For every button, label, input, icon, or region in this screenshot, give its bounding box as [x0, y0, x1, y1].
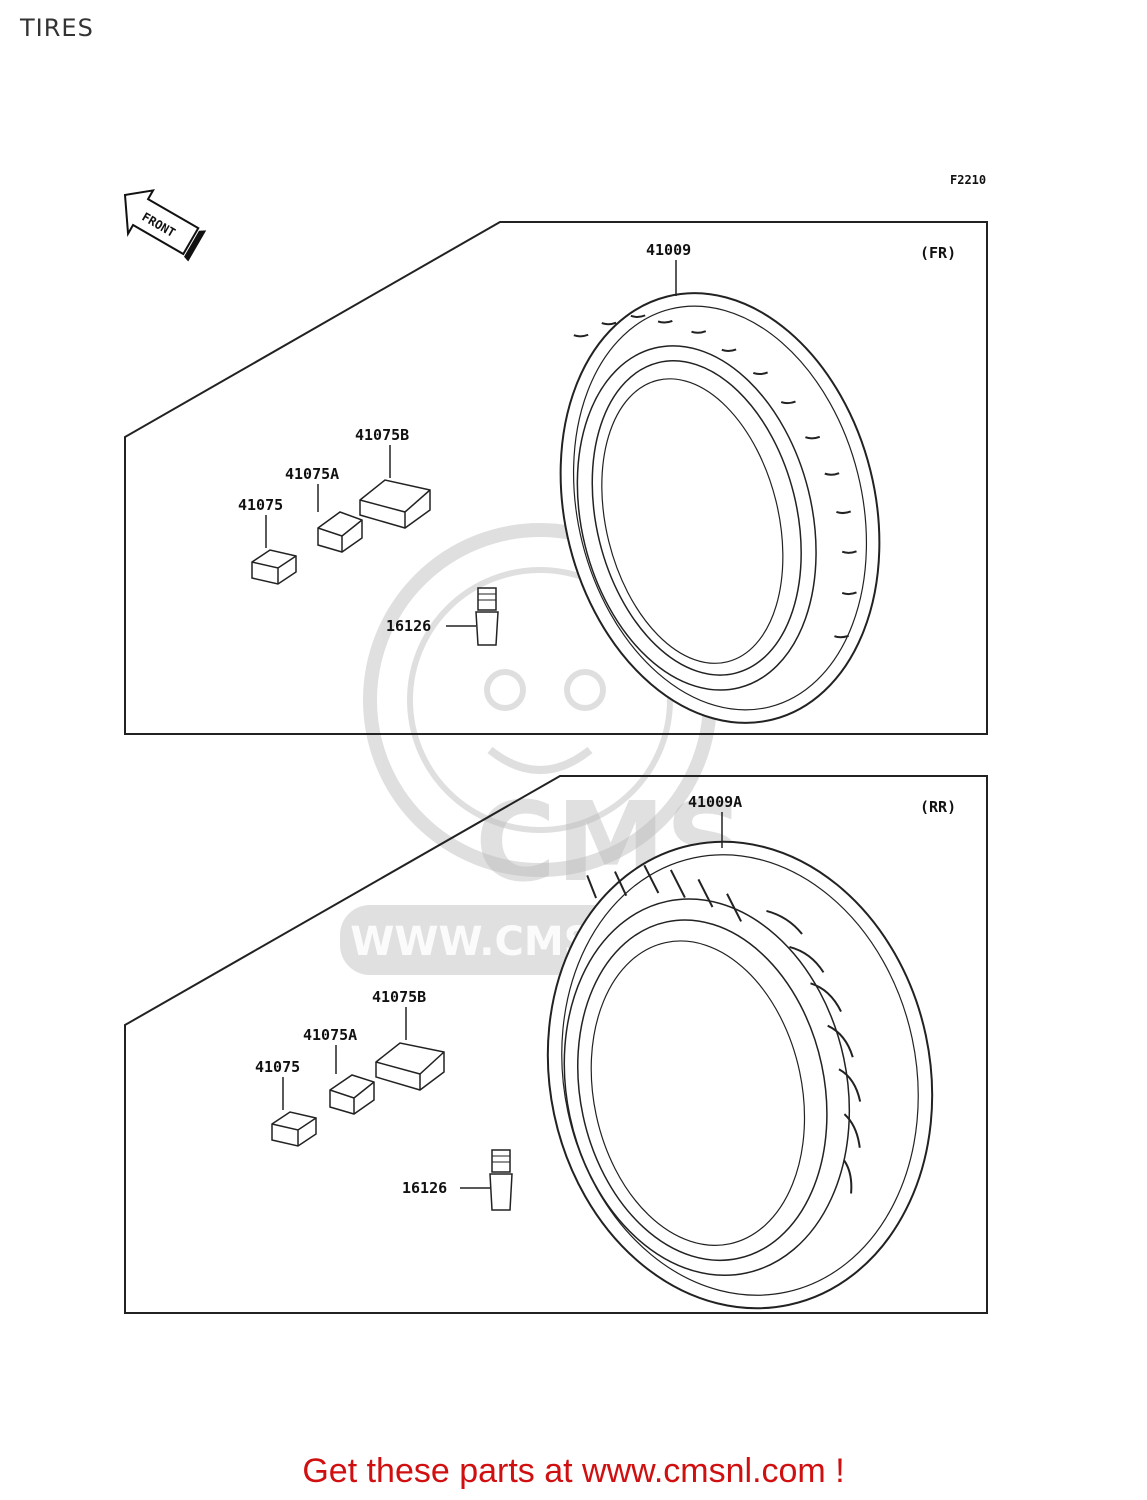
front-weight: 41075: [238, 496, 297, 585]
rear-tire-tread: [586, 864, 862, 1194]
promo-link[interactable]: Get these parts at www.cmsnl.com !: [302, 1452, 845, 1490]
rear-valve: 16126: [402, 1149, 513, 1211]
front-tire: [559, 292, 881, 724]
rear-weight-b: 41075B: [372, 988, 445, 1091]
rear-weight: 41075: [255, 1058, 317, 1147]
rear-weight-a: 41075A: [303, 1026, 375, 1115]
rear-valve-label: 16126: [402, 1179, 447, 1197]
rear-tire-label: 41009A: [688, 793, 742, 811]
front-weight-b: 41075B: [355, 426, 431, 529]
rear-weight-a-label: 41075A: [303, 1026, 357, 1044]
front-arrow-icon: FRONT: [123, 189, 207, 262]
rear-weight-b-label: 41075B: [372, 988, 426, 1006]
figure-code: F2210: [950, 173, 986, 187]
rear-weight-label: 41075: [255, 1058, 300, 1076]
page-title: TIRES: [20, 14, 94, 42]
front-weight-b-label: 41075B: [355, 426, 409, 444]
front-position-label: (FR): [920, 244, 956, 262]
front-valve-label: 16126: [386, 617, 431, 635]
front-weight-a: 41075A: [285, 465, 363, 553]
front-tire-label: 41009: [646, 241, 691, 259]
rear-panel: (RR) 41009A 41075B: [124, 775, 988, 1314]
front-panel: (FR) 41009 41075B: [124, 221, 988, 735]
rear-position-label: (RR): [920, 798, 956, 816]
front-valve: 16126: [386, 587, 499, 646]
front-weight-label: 41075: [238, 496, 283, 514]
front-weight-a-label: 41075A: [285, 465, 339, 483]
rear-tire: [546, 840, 934, 1310]
